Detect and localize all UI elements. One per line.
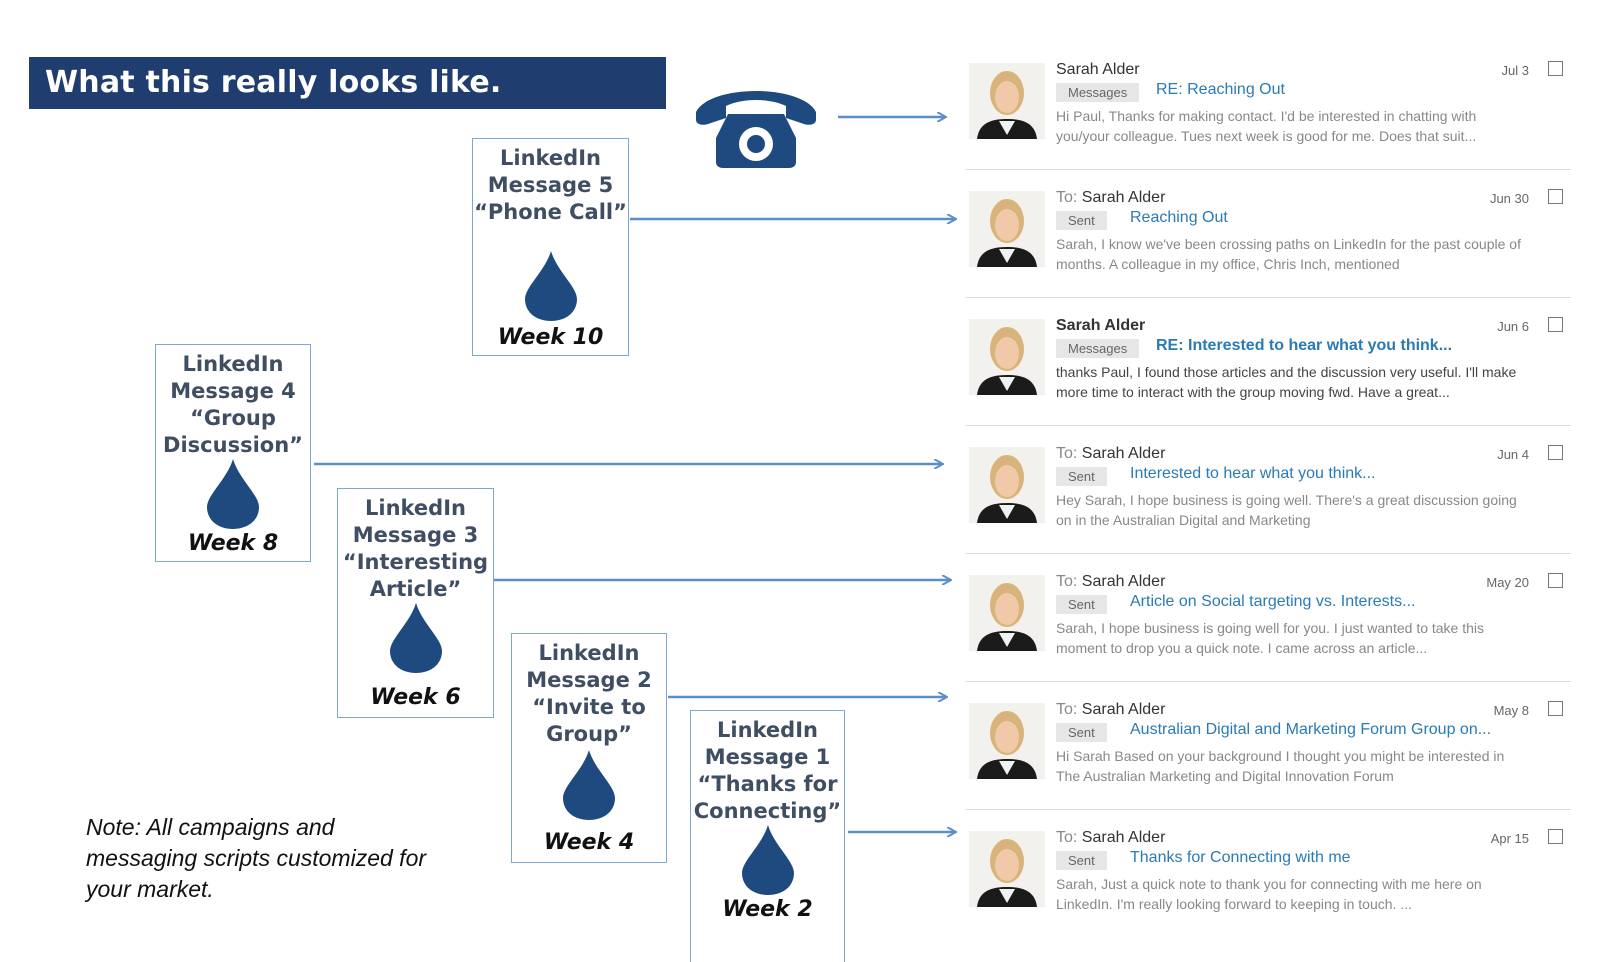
footnote: Note: All campaigns and messaging script… xyxy=(86,814,427,902)
water-drop-icon xyxy=(741,825,794,895)
message-preview: Sarah, I hope business is going well for… xyxy=(1056,620,1485,656)
list-item[interactable]: To: Sarah Alder Sent Australian Digital … xyxy=(966,698,1571,810)
avatar xyxy=(969,319,1045,395)
recipient-name: To: Sarah Alder xyxy=(1056,829,1166,846)
subject-link[interactable]: Interested to hear what you think... xyxy=(1130,465,1376,482)
avatar xyxy=(969,831,1045,907)
folder-tag: Sent xyxy=(1056,723,1107,742)
week-label: Week 6 xyxy=(370,685,461,710)
week-label: Week 10 xyxy=(497,325,604,350)
avatar xyxy=(969,447,1045,523)
water-drop-icon xyxy=(524,251,577,321)
step-title: LinkedIn Message 3 “Interesting Article” xyxy=(342,496,489,601)
subject-link[interactable]: Thanks for Connecting with me xyxy=(1130,849,1351,866)
select-checkbox[interactable] xyxy=(1548,701,1563,716)
folder-tag: Sent xyxy=(1056,467,1107,486)
list-item[interactable]: To: Sarah Alder Sent Article on Social t… xyxy=(966,570,1571,682)
sender-name: Sarah Alder xyxy=(1056,61,1140,78)
recipient-name: To: Sarah Alder xyxy=(1056,445,1166,462)
message-preview: Hi Sarah Based on your background I thou… xyxy=(1056,748,1505,784)
message-date: Jul 3 xyxy=(1501,63,1529,78)
week-label: Week 8 xyxy=(187,531,279,556)
step-week-10: LinkedIn Message 5 “Phone Call” Week 10 xyxy=(472,138,629,356)
select-checkbox[interactable] xyxy=(1548,829,1563,844)
avatar xyxy=(969,575,1045,651)
folder-tag: Sent xyxy=(1056,595,1107,614)
message-date: Jun 30 xyxy=(1489,191,1529,206)
message-date: Jun 4 xyxy=(1497,447,1529,462)
step-title: LinkedIn Message 1 “Thanks for Connectin… xyxy=(693,718,842,823)
folder-tag: Sent xyxy=(1056,211,1107,230)
avatar xyxy=(969,63,1045,139)
subject-link[interactable]: RE: Interested to hear what you think... xyxy=(1156,337,1453,354)
message-preview: Sarah, Just a quick note to thank you fo… xyxy=(1056,876,1482,912)
list-item[interactable]: Sarah Alder Messages RE: Reaching Out Hi… xyxy=(966,58,1571,170)
subject-link[interactable]: Reaching Out xyxy=(1130,209,1228,226)
subject-link[interactable]: Australian Digital and Marketing Forum G… xyxy=(1130,721,1492,738)
telephone-icon xyxy=(696,91,816,168)
list-item[interactable]: To: Sarah Alder Sent Interested to hear … xyxy=(966,442,1571,554)
select-checkbox[interactable] xyxy=(1548,317,1563,332)
select-checkbox[interactable] xyxy=(1548,445,1563,460)
step-title: LinkedIn Message 4 “Group Discussion” xyxy=(163,352,303,457)
subject-link[interactable]: Article on Social targeting vs. Interest… xyxy=(1130,593,1416,610)
sender-name: Sarah Alder xyxy=(1056,317,1146,334)
avatar xyxy=(969,191,1045,267)
message-preview: Hey Sarah, I hope business is going well… xyxy=(1056,492,1517,528)
folder-tag: Messages xyxy=(1056,339,1140,358)
step-title: LinkedIn Message 5 “Phone Call” xyxy=(474,146,627,224)
message-preview: Hi Paul, Thanks for making contact. I'd … xyxy=(1056,108,1477,144)
water-drop-icon xyxy=(389,603,442,673)
week-label: Week 2 xyxy=(722,897,813,922)
message-date: Apr 15 xyxy=(1490,831,1529,846)
water-drop-icon xyxy=(563,750,615,820)
select-checkbox[interactable] xyxy=(1548,573,1563,588)
list-item[interactable]: To: Sarah Alder Sent Thanks for Connecti… xyxy=(966,826,1571,938)
message-date: Jun 6 xyxy=(1497,319,1529,334)
step-week-4: LinkedIn Message 2 “Invite to Group” Wee… xyxy=(511,633,667,863)
list-item[interactable]: To: Sarah Alder Sent Reaching Out Sarah,… xyxy=(966,186,1571,298)
folder-tag: Sent xyxy=(1056,851,1107,870)
folder-tag: Messages xyxy=(1056,83,1140,102)
select-checkbox[interactable] xyxy=(1548,61,1563,76)
list-item[interactable]: Sarah Alder Messages RE: Interested to h… xyxy=(966,314,1571,426)
message-date: May 8 xyxy=(1493,703,1529,718)
recipient-name: To: Sarah Alder xyxy=(1056,701,1166,718)
step-title: LinkedIn Message 2 “Invite to Group” xyxy=(526,641,652,746)
step-week-8: LinkedIn Message 4 “Group Discussion” We… xyxy=(155,344,311,562)
page-title: What this really looks like. xyxy=(29,57,666,109)
subject-link[interactable]: RE: Reaching Out xyxy=(1156,81,1285,98)
recipient-name: To: Sarah Alder xyxy=(1056,573,1166,590)
message-preview: thanks Paul, I found those articles and … xyxy=(1056,364,1517,400)
step-week-6: LinkedIn Message 3 “Interesting Article”… xyxy=(337,488,494,718)
water-drop-icon xyxy=(207,459,259,529)
step-week-2: LinkedIn Message 1 “Thanks for Connectin… xyxy=(690,710,845,962)
message-preview: Sarah, I know we've been crossing paths … xyxy=(1056,236,1521,272)
message-date: May 20 xyxy=(1486,575,1529,590)
avatar xyxy=(969,703,1045,779)
select-checkbox[interactable] xyxy=(1548,189,1563,204)
recipient-name: To: Sarah Alder xyxy=(1056,189,1166,206)
week-label: Week 4 xyxy=(543,830,635,855)
